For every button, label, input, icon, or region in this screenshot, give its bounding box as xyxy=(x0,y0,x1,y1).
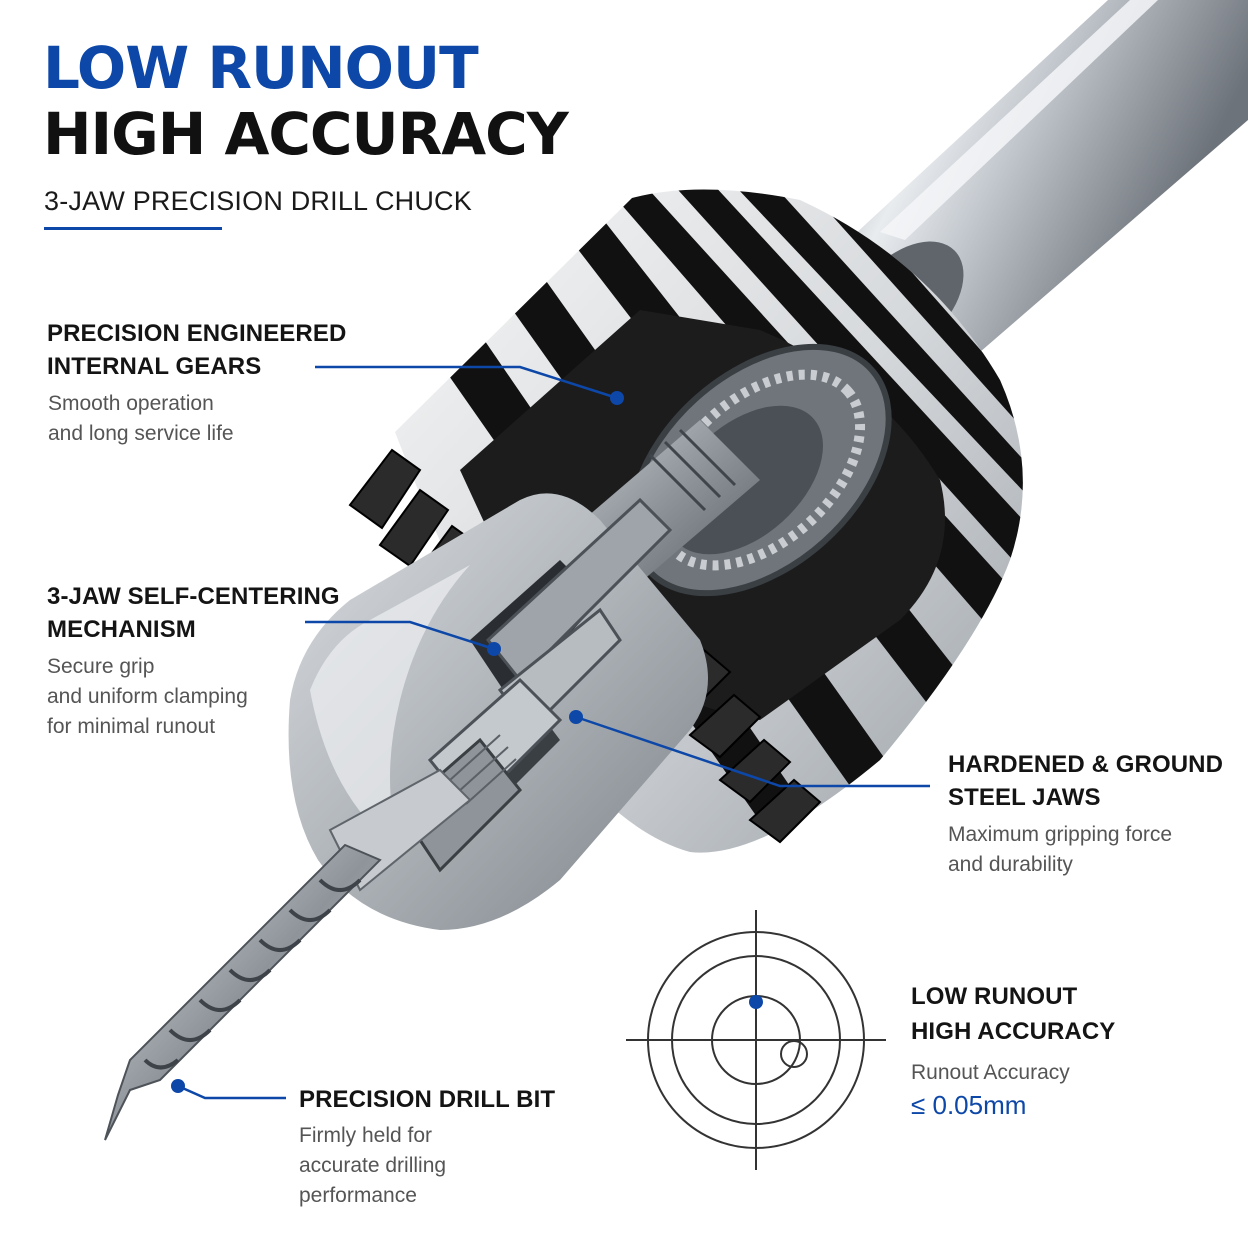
headline-line1: LOW RUNOUT xyxy=(43,34,479,102)
callout-gears-title-2: INTERNAL GEARS xyxy=(47,353,262,380)
callout-bit-desc-1: Firmly held for xyxy=(299,1124,433,1147)
callout-gears-desc-2: and long service life xyxy=(48,422,234,445)
leader-gears xyxy=(315,365,618,400)
callout-bit-desc-2: accurate drilling xyxy=(299,1154,447,1177)
leader-mechanism xyxy=(305,620,495,651)
callout-mechanism-title-2: MECHANISM xyxy=(47,616,196,643)
callout-jaws-title-1: HARDENED & GROUND xyxy=(948,751,1224,778)
leader-dots xyxy=(171,391,624,1093)
leader-lines xyxy=(177,365,930,1100)
leader-jaws xyxy=(575,715,930,788)
callout-mechanism-desc-1: Secure grip xyxy=(47,655,155,678)
callout-gears-title-1: PRECISION ENGINEERED xyxy=(47,320,347,347)
callout-mechanism-desc-2: and uniform clamping xyxy=(47,685,248,708)
callout-runout-desc: Runout Accuracy xyxy=(911,1061,1070,1084)
callout-bit-desc-3: performance xyxy=(299,1184,417,1207)
headline-subtitle: 3-JAW PRECISION DRILL CHUCK xyxy=(44,186,472,216)
callout-runout-title-2: HIGH ACCURACY xyxy=(911,1018,1116,1045)
leader-bit xyxy=(177,1084,286,1100)
concentric-runout-target-icon xyxy=(626,910,886,1170)
callout-runout-value: ≤ 0.05mm xyxy=(911,1090,1027,1120)
headline-underline xyxy=(44,227,222,230)
callout-bit-title: PRECISION DRILL BIT xyxy=(299,1086,556,1113)
drill-bit xyxy=(104,768,472,1141)
callout-gears-desc-1: Smooth operation xyxy=(48,392,214,415)
callout-jaws-title-2: STEEL JAWS xyxy=(948,784,1101,811)
callout-jaws-desc-1: Maximum gripping force xyxy=(948,823,1173,846)
callout-jaws-desc-2: and durability xyxy=(948,853,1073,876)
callout-mechanism-desc-3: for minimal runout xyxy=(47,715,216,738)
callout-runout-title-1: LOW RUNOUT xyxy=(911,983,1078,1010)
headline-line2: HIGH ACCURACY xyxy=(43,100,569,168)
callout-mechanism-title-1: 3-JAW SELF-CENTERING xyxy=(47,583,340,610)
